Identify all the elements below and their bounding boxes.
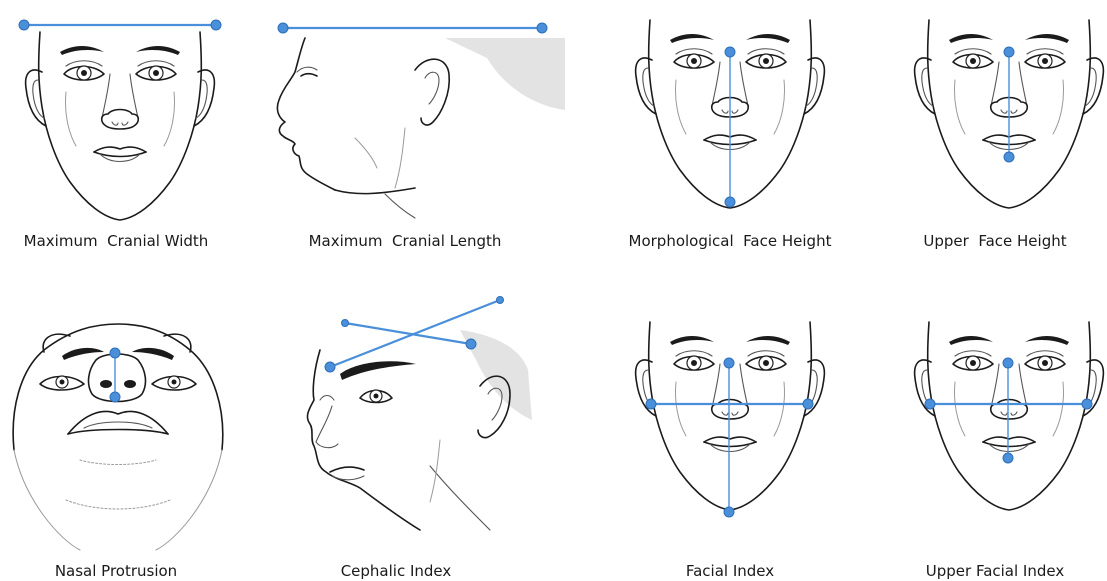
caption-facial-index: Facial Index (618, 562, 842, 580)
panel-upper-facial-index: Upper Facial Index (895, 300, 1107, 581)
measure-point-prosthion (1003, 453, 1013, 463)
profile-head-illustration (255, 0, 565, 230)
measure-point-gnathion (724, 507, 734, 517)
measure-point-occipital (497, 297, 504, 304)
measure-point-gnathion (725, 197, 735, 207)
caption-upper-face-height: Upper Face Height (895, 232, 1095, 250)
caption-maximum-cranial-length: Maximum Cranial Length (275, 232, 535, 250)
measure-point-zygion-right (803, 399, 813, 409)
panel-upper-face-height: Upper Face Height (895, 0, 1107, 270)
measure-point-nasion (1003, 358, 1013, 368)
panel-nasal-protrusion: Nasal Protrusion (0, 300, 240, 581)
measure-point-right (211, 20, 221, 30)
cephalic-length-line (345, 323, 471, 344)
panel-cephalic-index: Cephalic Index (280, 290, 560, 581)
measure-point-nasion (725, 47, 735, 57)
measure-point-glabella (342, 320, 349, 327)
measure-point-nasion (1004, 47, 1014, 57)
measure-point-zygion-left (646, 399, 656, 409)
measure-point-left (19, 20, 29, 30)
frontal-face-illustration (618, 0, 848, 230)
upturned-face-illustration (0, 300, 240, 550)
frontal-face-illustration (0, 0, 260, 230)
frontal-face-illustration (895, 0, 1107, 230)
measure-point-front (278, 23, 288, 33)
measure-point-nasion (724, 358, 734, 368)
measure-point-prosthion (1004, 152, 1014, 162)
caption-nasal-protrusion: Nasal Protrusion (0, 562, 232, 580)
measure-point-pronasale (110, 392, 120, 402)
measure-point-zygion-right (1082, 399, 1092, 409)
measure-point-opisthocranion (466, 339, 476, 349)
caption-maximum-cranial-width: Maximum Cranial Width (0, 232, 232, 250)
caption-upper-facial-index: Upper Facial Index (895, 562, 1095, 580)
frontal-face-illustration (895, 300, 1107, 550)
measure-point-subnasale (110, 348, 120, 358)
panel-facial-index: Facial Index (618, 300, 848, 581)
measure-point-zygion-left (925, 399, 935, 409)
caption-morphological-face-height: Morphological Face Height (618, 232, 842, 250)
frontal-face-illustration (618, 300, 848, 550)
panel-maximum-cranial-length: Maximum Cranial Length (255, 0, 565, 270)
three-quarter-head-illustration (280, 290, 560, 550)
measure-point-back (537, 23, 547, 33)
panel-maximum-cranial-width: Maximum Cranial Width (0, 0, 260, 270)
measure-point-frontal (325, 362, 335, 372)
caption-cephalic-index: Cephalic Index (280, 562, 512, 580)
panel-morphological-face-height: Morphological Face Height (618, 0, 848, 270)
